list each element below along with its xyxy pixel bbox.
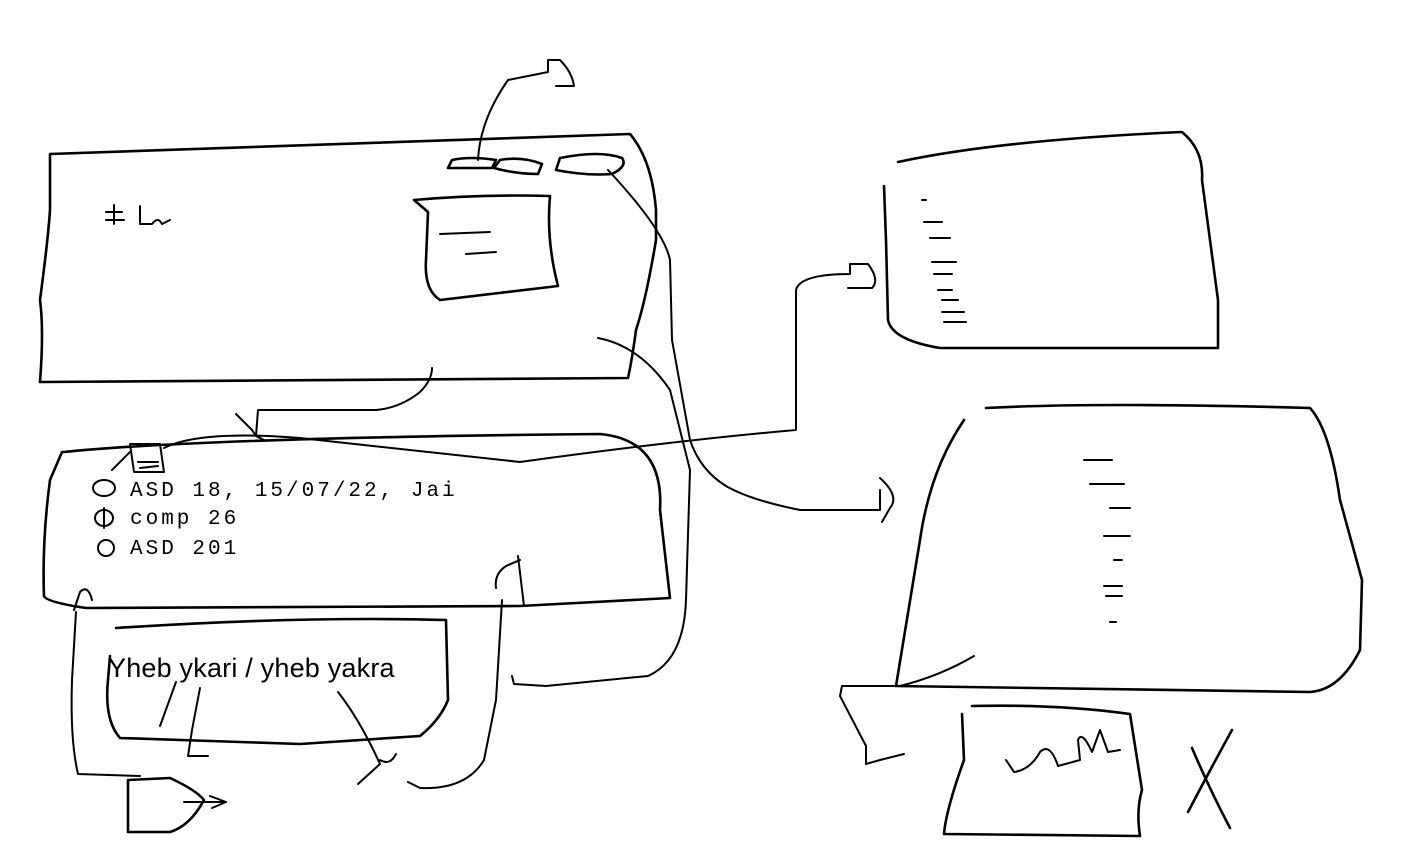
back-arrow-shape[interactable] (126, 776, 227, 834)
nav-to-detail-connector (607, 169, 895, 523)
popup-typed-label: Yheb ykari / yheb yakra (108, 653, 395, 683)
list-to-right-connector (163, 263, 877, 463)
nav-button-1[interactable] (446, 156, 498, 170)
nav-up-connector (477, 59, 575, 161)
popup-strokes (159, 681, 397, 785)
radio-option-3[interactable] (97, 539, 115, 557)
main-screen (38, 132, 658, 384)
main-to-list-connector (235, 367, 433, 441)
list-select-icon[interactable] (129, 443, 165, 473)
popup-panel (70, 588, 450, 777)
nav-button-2[interactable] (492, 157, 544, 176)
popup-up-connector (407, 555, 525, 790)
list-item-text-1: ASD 18, 15/07/22, Jai (130, 480, 458, 503)
list-item-text-2: comp 26 (130, 508, 239, 531)
list-item-text-3: ASD 201 (130, 538, 239, 561)
screen-title-scribble (105, 204, 171, 225)
right-top-panel (882, 130, 1220, 350)
signature-dialog (942, 704, 1144, 838)
right-bottom-panel (839, 403, 1364, 765)
main-to-list-return-connector (511, 337, 691, 687)
nav-button-3[interactable] (554, 152, 625, 176)
radio-option-2[interactable] (94, 507, 114, 529)
main-inner-card (412, 194, 560, 302)
radio-option-1[interactable] (92, 479, 116, 497)
list-icon-leader (111, 451, 131, 471)
close-icon[interactable] (1186, 728, 1234, 830)
